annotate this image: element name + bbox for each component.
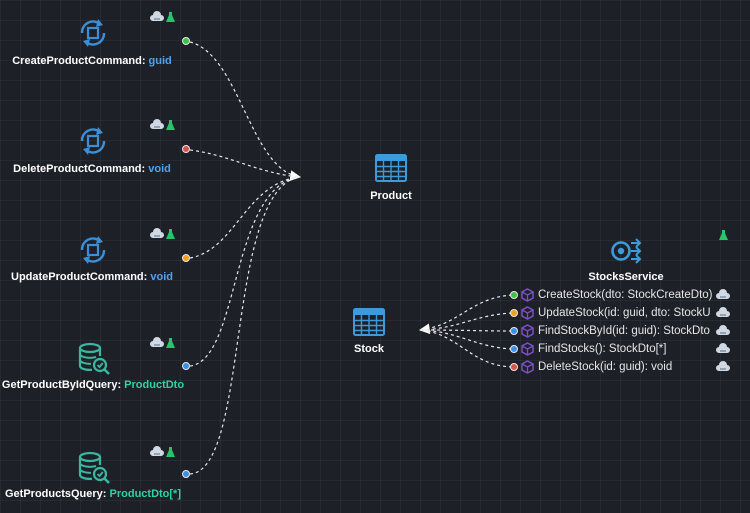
node-badges — [150, 446, 176, 458]
method-signature: UpdateStock(id: guid, dto: StockU — [538, 307, 711, 319]
node-badges — [150, 119, 176, 131]
method-port[interactable] — [510, 327, 518, 335]
flask-icon — [166, 229, 175, 239]
output-port[interactable] — [182, 254, 190, 262]
method-signature: DeleteStock(id: guid): void — [538, 361, 673, 373]
method-signature: FindStockById(id: guid): StockDto — [538, 325, 710, 337]
node-label: DeleteProductCommand: void — [13, 163, 171, 175]
connector-update-stock — [421, 312, 513, 331]
method-signature: FindStocks(): StockDto[*] — [538, 343, 667, 355]
output-port[interactable] — [182, 362, 190, 370]
return-type: void — [150, 271, 173, 283]
flask-icon — [166, 447, 175, 457]
connector-find-stock-by-id — [421, 329, 513, 332]
method-cube-icon — [521, 342, 534, 356]
cloud-icon — [716, 325, 730, 335]
connector-get-all-product — [189, 176, 299, 475]
connectors — [189, 41, 513, 475]
cloud-icon — [150, 228, 164, 238]
node-label: CreateProductCommand: guid — [12, 55, 172, 67]
node-label: UpdateProductCommand: void — [11, 271, 173, 283]
node-badges — [150, 228, 176, 240]
method-port[interactable] — [510, 309, 518, 317]
return-type: guid — [148, 55, 172, 67]
node-label: GetProductsQuery: ProductDto[*] — [4, 488, 182, 500]
method-cube-icon — [521, 288, 534, 302]
service-method-find-stocks[interactable]: FindStocks(): StockDto[*] — [510, 340, 730, 358]
method-port[interactable] — [510, 345, 518, 353]
service-method-create-stock[interactable]: CreateStock(dto: StockCreateDto) — [510, 286, 730, 304]
output-port[interactable] — [182, 145, 190, 153]
table-icon — [353, 308, 385, 336]
connector-create-product — [189, 41, 302, 181]
cloud-icon — [716, 343, 730, 353]
refresh-cube-icon — [80, 19, 106, 47]
database-search-icon — [78, 451, 110, 484]
return-type: ProductDto — [124, 379, 185, 391]
entity-label: Stock — [354, 343, 384, 355]
cloud-icon — [150, 337, 164, 347]
connector-delete-product — [189, 149, 299, 178]
cloud-icon — [150, 119, 164, 129]
refresh-cube-icon — [80, 127, 106, 155]
method-port[interactable] — [510, 363, 518, 371]
cloud-icon — [716, 361, 730, 371]
connector-create-stock — [418, 294, 513, 335]
cloud-icon — [716, 307, 730, 317]
service-icon — [611, 238, 642, 264]
table-icon — [375, 154, 407, 182]
output-port[interactable] — [182, 37, 190, 45]
cloud-icon — [150, 446, 164, 456]
service-label: StocksService — [588, 271, 664, 283]
cloud-icon — [716, 289, 730, 299]
flask-icon — [166, 338, 175, 348]
flask-icon — [166, 120, 175, 130]
flask-icon — [719, 230, 728, 240]
cloud-icon — [150, 11, 164, 21]
return-type: void — [148, 163, 171, 175]
service-method-find-stock-by-id[interactable]: FindStockById(id: guid): StockDto — [510, 322, 730, 340]
return-type: ProductDto[*] — [109, 488, 182, 500]
flask-icon — [166, 12, 175, 22]
method-signature: CreateStock(dto: StockCreateDto) — [538, 289, 713, 301]
service-method-delete-stock[interactable]: DeleteStock(id: guid): void — [510, 358, 730, 376]
method-cube-icon — [521, 324, 534, 338]
method-port[interactable] — [510, 291, 518, 299]
connector-get-by-id-product — [189, 176, 299, 367]
method-cube-icon — [521, 306, 534, 320]
node-badges — [150, 11, 176, 23]
connector-update-product — [189, 176, 299, 259]
node-badges — [150, 337, 176, 349]
entity-label: Product — [370, 190, 412, 202]
node-label: GetProductByIdQuery: ProductDto — [1, 379, 185, 391]
method-cube-icon — [521, 360, 534, 374]
output-port[interactable] — [182, 470, 190, 478]
connector-delete-stock — [421, 329, 513, 368]
refresh-cube-icon — [80, 236, 106, 264]
database-search-icon — [78, 342, 110, 375]
service-method-update-stock[interactable]: UpdateStock(id: guid, dto: StockU — [510, 304, 730, 322]
